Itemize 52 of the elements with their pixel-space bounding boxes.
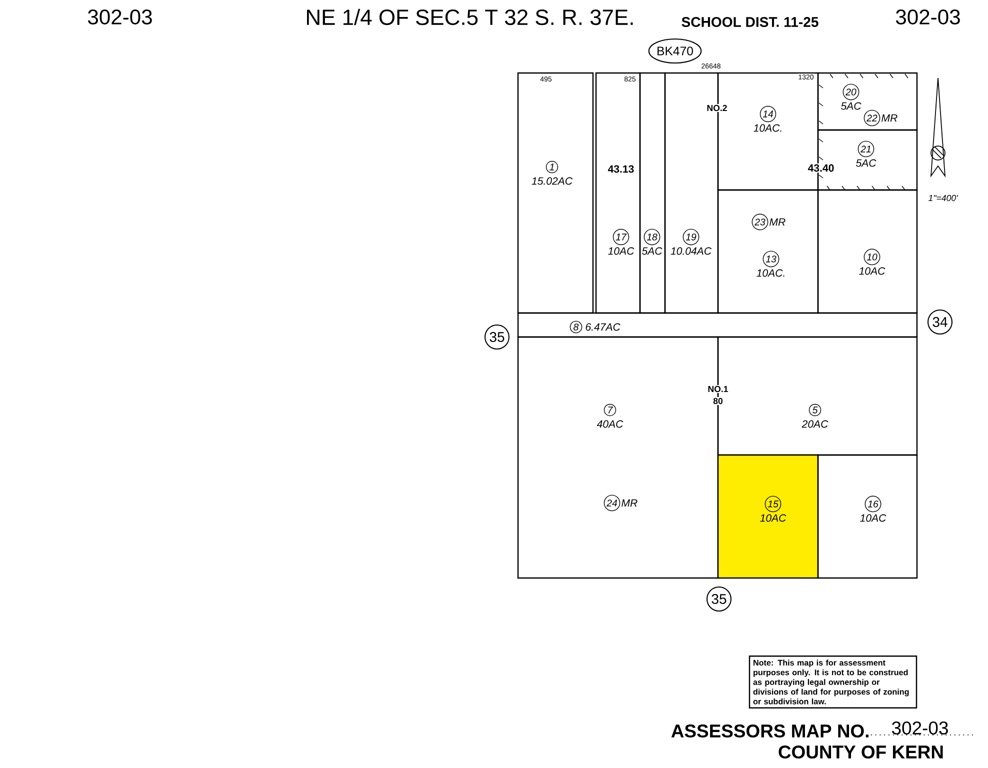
road-width: 80 [712,397,724,405]
map-number-label: ASSESSORS MAP NO. [670,724,871,738]
acreage-label: MR [882,114,898,122]
parcel-number: 21 [858,140,874,158]
acreage-label: 40AC [596,420,624,428]
acreage-label: 5AC [856,159,876,167]
acreage-label: 10AC. [756,269,784,277]
acreage-label: 10AC [860,514,886,522]
parcel-number: 13 [762,250,780,268]
acreage-label: MR [622,499,638,507]
parcel-number: 15 [764,496,782,512]
acreage-label: 10.04AC [670,247,712,255]
acreage-label: 10AC [608,247,634,255]
parcel-number: 19 [682,228,700,246]
parcel-number: 16 [864,496,882,512]
parcel-number: 8 [570,320,582,334]
parcel-number: 20 [842,84,860,100]
section-number: BK470 [648,38,702,64]
parcel-number: 1 [546,160,558,174]
acreage-label: 5AC [841,102,862,110]
parcel-number: 14 [760,106,776,122]
road-label: NO.1 [706,385,730,393]
road-label: NO.2 [706,104,728,112]
map-title: NE 1/4 OF SEC.5 T 32 S. R. 37E. [307,8,633,26]
school-district-label: SCHOOL DIST. 11-25 [680,16,820,28]
acreage-label: 10AC [859,267,886,275]
sheet-number: 302-03 [894,8,962,26]
scale-label: 1"=400' [927,194,959,202]
acreage-label: 15.02AC [532,177,573,185]
sheet-number: 302-03 [86,8,154,26]
parcel-number: 7 [604,404,616,416]
parcel-number: 24 [604,494,620,512]
acreage-total: 43.13 [606,164,636,174]
map-number: 302-03 [890,720,950,736]
acreage-label: 20AC [802,420,828,428]
section-number: 35 [484,324,510,350]
section-number: 35 [706,586,732,612]
acreage-label: 5AC [642,247,662,255]
parcel-number: 18 [644,228,660,246]
acreage-total: 43.40 [806,163,836,173]
parcel-number: 23 [752,214,768,230]
acreage-label: 10AC. [754,124,782,132]
acreage-label: MR [770,218,786,226]
parcel-number: 5 [808,404,822,416]
parcel-number: 22 [864,110,880,126]
county-label: COUNTY OF KERN [777,744,945,760]
acreage-label: 6.47AC [586,323,620,331]
parcel-number: 10 [864,248,880,266]
section-number: 34 [927,309,953,335]
parcel-number: 17 [612,228,630,246]
acreage-label: 10AC [760,514,786,522]
note-box: Note: This map is for assessment purposes only. It is not to be construed as portraying legal ownership or divisions of land for purposes of zoning or subdivision law. [748,656,918,708]
